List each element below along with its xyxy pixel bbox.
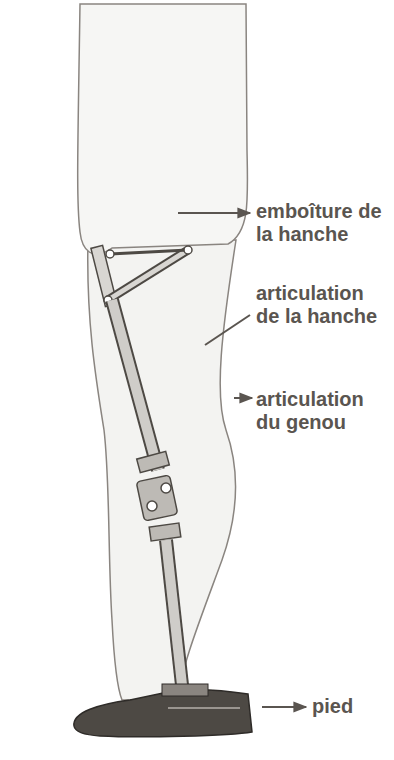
- prosthetic-foot: [74, 684, 252, 737]
- hip-socket: [78, 4, 248, 254]
- shin-pylon: [166, 540, 182, 685]
- part-label: articulation de la hanche: [256, 282, 388, 328]
- thigh-pylon: [112, 300, 158, 470]
- hip-joint: [91, 245, 192, 306]
- leg-outline: [88, 240, 236, 700]
- knee-joint: [136, 451, 181, 541]
- part-label: emboîture de la hanche: [256, 200, 388, 246]
- part-label: pied: [312, 695, 388, 718]
- part-label: articulation du genou: [256, 388, 388, 434]
